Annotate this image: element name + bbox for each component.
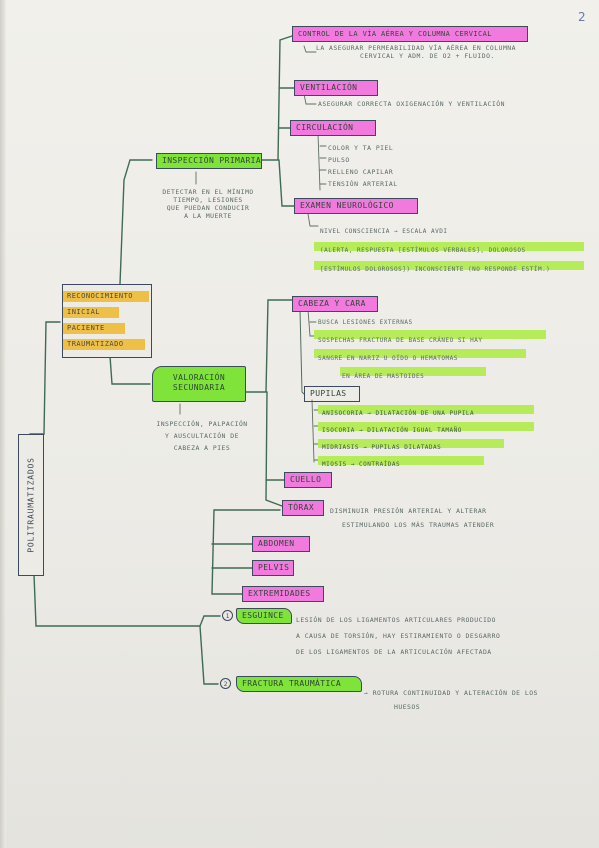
rec-line-2: INICIAL	[63, 307, 119, 318]
note-inspeccion-line: A LA MUERTE	[184, 212, 232, 220]
node-torax: TÓRAX	[282, 500, 324, 516]
highlight	[318, 405, 534, 414]
note-via-aerea-line: CERVICAL Y ADM. DE O2 + FLUIDO.	[360, 52, 495, 60]
note-inspeccion: DETECTAR EN EL MÍNIMO TIEMPO, LESIONES Q…	[152, 188, 264, 220]
node-abdomen: ABDOMEN	[252, 536, 310, 552]
node-ventilacion: VENTILACIÓN	[294, 80, 378, 96]
rec-line-3: PACIENTE	[63, 323, 125, 334]
list-item: TENSIÓN ARTERIAL	[328, 180, 398, 188]
note-valoracion-line: CABEZA A PIES	[173, 444, 231, 452]
list-item: NIVEL CONSCIENCIA → ESCALA AVDI	[320, 228, 448, 235]
list-pupilas: ANISOCORIA → DILATACIÓN DE UNA PUPILA IS…	[322, 405, 474, 473]
list-item: PULSO	[328, 156, 350, 164]
connector-lower-branch	[199, 615, 221, 627]
connector-valoracion-down	[265, 391, 283, 507]
list-cabeza: BUSCA LESIONES EXTERNAS SOSPECHAS FRACTU…	[318, 314, 483, 386]
note-inspeccion-line: TIEMPO, LESIONES	[173, 196, 243, 204]
note-via-aerea-line: LA ASEGURAR PERMEABILIDAD VÍA AÉREA EN C…	[316, 44, 516, 52]
note-ventilacion: ASEGURAR CORRECTA OXIGENACIÓN Y VENTILAC…	[318, 100, 505, 108]
note-valoracion: INSPECCIÓN, PALPACIÓN Y AUSCULTACIÓN DE …	[142, 418, 262, 454]
valoracion-label-line: VALORACIÓN	[172, 373, 226, 382]
list-examen: NIVEL CONSCIENCIA → ESCALA AVDI (ALERTA,…	[320, 222, 550, 279]
number-marker-2: 2	[220, 678, 231, 689]
node-circulacion: CIRCULACIÓN	[290, 120, 376, 136]
node-cabeza-y-cara: CABEZA Y CARA	[292, 296, 378, 312]
note-esguince-line: A CAUSA DE TORSIÓN, HAY ESTIRAMIENTO O D…	[296, 632, 501, 640]
node-extremidades: EXTREMIDADES	[242, 586, 324, 602]
connector-rec-valoracion	[109, 355, 151, 385]
node-cuello: CUELLO	[284, 472, 332, 488]
note-inspeccion-line: DETECTAR EN EL MÍNIMO	[162, 188, 254, 196]
note-fractura-line: → ROTURA CONTINUIDAD Y ALTERACIÓN DE LOS	[364, 689, 538, 697]
highlight	[314, 330, 546, 339]
connector-inspeccion-branch	[261, 35, 293, 161]
list-item: BUSCA LESIONES EXTERNAS	[318, 319, 413, 326]
connector-lower-down	[199, 625, 219, 685]
note-torax-line: DISMINUIR PRESIÓN ARTERIAL Y ALTERAR	[330, 507, 487, 515]
note-esguince: LESIÓN DE LOS LIGAMENTOS ARTICULARES PRO…	[296, 612, 500, 660]
root-node-politraumatizados: POLITRAUMATIZADOS	[18, 434, 44, 576]
note-fractura-line: HUESOS	[394, 703, 421, 711]
node-esguince: ESGUINCE	[236, 608, 292, 624]
rec-line-1: RECONOCIMIENTO	[63, 291, 149, 302]
highlight	[318, 456, 484, 465]
note-valoracion-line: INSPECCIÓN, PALPACIÓN	[156, 420, 248, 428]
highlight	[314, 349, 526, 358]
list-item: COLOR Y TA PIEL	[328, 144, 394, 152]
connector-valoracion-branch	[245, 299, 293, 393]
connector-cabeza-pupilas	[299, 309, 305, 395]
note-esguince-line: DE LOS LIGAMENTOS DE LA ARTICULACIÓN AFE…	[296, 648, 492, 656]
connector-torax-branch	[211, 509, 281, 595]
highlight	[314, 261, 584, 270]
note-torax-line: ESTIMULANDO LOS MÁS TRAUMAS ATENDER	[342, 521, 495, 529]
note-torax: DISMINUIR PRESIÓN ARTERIAL Y ALTERAR EST…	[330, 504, 494, 532]
highlight	[318, 439, 504, 448]
number-marker-1: 1	[222, 610, 233, 621]
list-item: EN ÁREA DE MASTOIDES	[342, 373, 425, 380]
connector-to-examen	[278, 159, 295, 207]
list-item: RELLENO CAPILAR	[328, 168, 394, 176]
highlight	[340, 367, 486, 376]
connector-root-lower	[29, 573, 201, 627]
list-item: MIOSIS → CONTRAÍDAS	[322, 461, 401, 468]
note-valoracion-line: Y AUSCULTACIÓN DE	[165, 432, 239, 440]
root-label: POLITRAUMATIZADOS	[26, 457, 36, 553]
note-esguince-line: LESIÓN DE LOS LIGAMENTOS ARTICULARES PRO…	[296, 616, 496, 624]
node-control-via-aerea: CONTROL DE LA VÍA AÉREA Y COLUMNA CERVIC…	[292, 26, 528, 42]
rec-line-4: TRAUMATIZADO	[63, 339, 145, 350]
list-circulacion: COLOR Y TA PIEL PULSO RELLENO CAPILAR TE…	[328, 142, 398, 190]
highlight	[318, 422, 534, 431]
note-fractura: → ROTURA CONTINUIDAD Y ALTERACIÓN DE LOS…	[364, 686, 538, 714]
connector-rec-inspeccion	[119, 159, 153, 285]
note-inspeccion-line: QUE PUEDAN CONDUCIR	[166, 204, 250, 212]
node-valoracion-secundaria: VALORACIÓN SECUNDARIA	[152, 366, 246, 402]
node-examen-neurologico: EXAMEN NEUROLÓGICO	[294, 198, 418, 214]
list-item: MIDRIASIS → PUPILAS DILATADAS	[322, 444, 442, 451]
list-item: [ESTÍMULOS DOLOROSOS]) INCONSCIENTE (NO …	[320, 266, 551, 273]
node-pupilas: PUPILAS	[304, 386, 360, 402]
list-item: ISOCORIA → DILATACIÓN IGUAL TAMAÑO	[322, 427, 462, 434]
node-pelvis: PELVIS	[252, 560, 294, 576]
note-via-aerea: LA ASEGURAR PERMEABILIDAD VÍA AÉREA EN C…	[316, 44, 516, 60]
list-item: ANISOCORIA → DILATACIÓN DE UNA PUPILA	[322, 410, 475, 417]
list-item: SANGRE EN NARIZ U OÍDO O HEMATOMAS	[318, 355, 458, 362]
list-item: SOSPECHAS FRACTURA DE BASE CRÁNEO SI HAY	[318, 337, 483, 344]
connector-root-reconocimiento	[29, 321, 61, 435]
list-item: (ALERTA, RESPUESTA [ESTÍMULOS VERBALES],…	[320, 247, 526, 254]
node-fractura-traumatica: FRACTURA TRAUMÁTICA	[236, 676, 362, 692]
page-number: 2	[578, 10, 586, 24]
valoracion-label-line: SECUNDARIA	[172, 383, 226, 392]
node-inspeccion-primaria: INSPECCIÓN PRIMARIA	[156, 153, 262, 169]
node-reconocimiento-inicial: RECONOCIMIENTO INICIAL PACIENTE TRAUMATI…	[62, 284, 152, 358]
highlight	[314, 242, 584, 251]
